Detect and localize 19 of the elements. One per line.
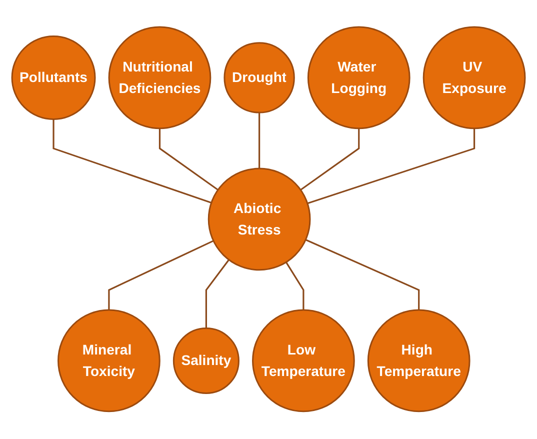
connector	[108, 240, 214, 310]
connector	[307, 128, 476, 204]
node-circle: Drought	[224, 42, 295, 114]
connector	[285, 262, 304, 310]
node-circle: Pollutants	[11, 36, 96, 120]
node-circle: Water Logging	[307, 26, 410, 130]
node-circle: UV Exposure	[422, 26, 526, 130]
connector	[52, 119, 212, 204]
node-circle: Mineral Toxicity	[58, 310, 160, 412]
connector	[205, 260, 230, 328]
node-circle: Salinity	[172, 328, 240, 394]
connector	[300, 128, 360, 191]
connector	[258, 112, 260, 169]
node-circle: Nutritional Deficiencies	[108, 26, 212, 130]
connector	[305, 239, 420, 310]
node-circle: High Temperature	[367, 310, 470, 412]
connector	[158, 128, 218, 191]
node-circle: Abiotic Stress	[208, 168, 311, 271]
node-circle: Low Temperature	[252, 310, 355, 412]
